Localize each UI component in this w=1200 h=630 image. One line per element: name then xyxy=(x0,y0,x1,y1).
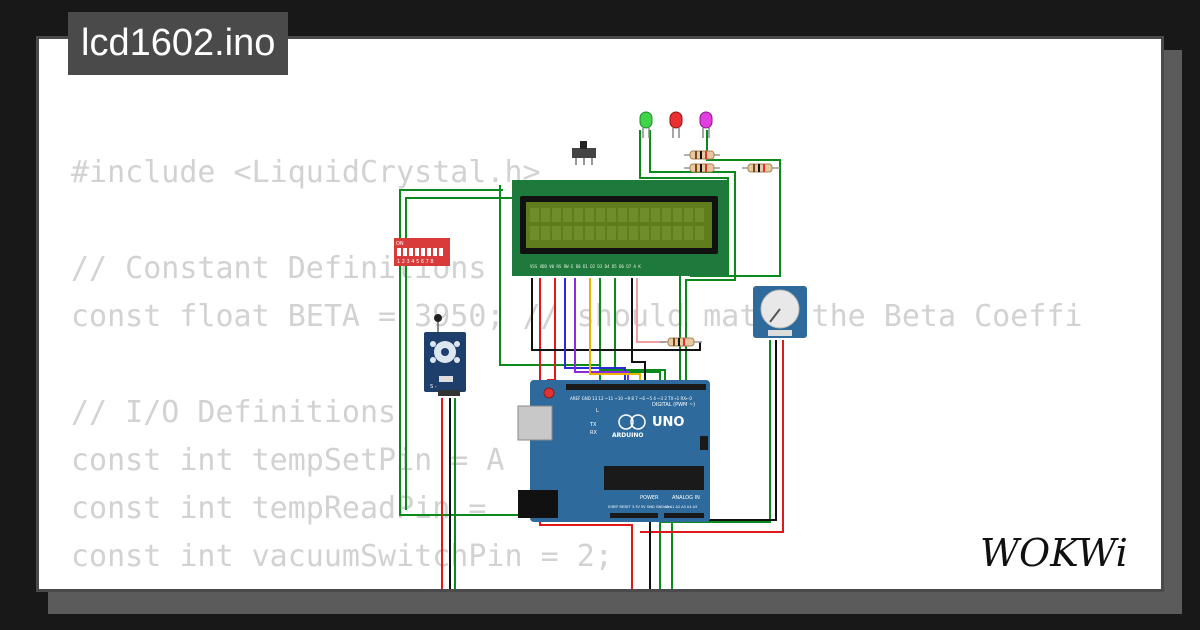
lcd-1602[interactable]: VSS VDD V0 RS RW E D0 D1 D2 D3 D4 D5 D6 … xyxy=(512,180,728,276)
potentiometer[interactable] xyxy=(753,286,807,338)
reset-button[interactable] xyxy=(543,387,555,399)
power-header xyxy=(610,513,658,518)
usb-port xyxy=(517,405,553,441)
code-line: const int vacuumSwitchPin = 2; xyxy=(71,539,613,574)
on-label: ON xyxy=(712,424,720,430)
code-line: // Constant Definitions xyxy=(71,251,487,286)
analog-label: ANALOG IN xyxy=(672,495,700,501)
code-line: const int tempReadPin = xyxy=(71,491,505,526)
project-title[interactable]: lcd1602.ino xyxy=(68,12,289,75)
digital-header xyxy=(566,384,706,390)
analog-pin-labels: A0 A1 A2 A3 A4 A5 xyxy=(664,505,697,509)
resistor-1[interactable] xyxy=(684,150,720,160)
ir-pin-labels: S - xyxy=(430,384,437,390)
wire-yellow xyxy=(589,278,641,382)
wokwi-logo: WOKWi xyxy=(980,531,1128,575)
svg-text:WOKWi: WOKWi xyxy=(980,531,1128,575)
ir-receiver-module[interactable]: S - xyxy=(424,314,466,396)
dip-on-label: ON xyxy=(396,241,404,247)
analog-header xyxy=(664,513,704,518)
wire-green-d4 xyxy=(599,278,666,382)
resistor-2[interactable] xyxy=(684,163,720,173)
code-line: const int pumpOffPin = 3 xyxy=(71,581,1082,589)
icsp-header xyxy=(700,436,708,450)
wire-purple xyxy=(574,278,629,382)
wire-green-pot xyxy=(659,340,771,589)
wire-green-led3 xyxy=(690,130,781,277)
wire-green-left xyxy=(399,189,545,516)
wire-red-lcd xyxy=(547,278,556,395)
resistor-4[interactable] xyxy=(660,337,702,347)
wire-pink xyxy=(636,278,665,343)
arduino-uno[interactable]: AREF GND 13 12 ~11 ~10 ~9 8 7 ~6 ~5 4 ~3… xyxy=(517,380,720,522)
slide-switch[interactable] xyxy=(572,141,596,165)
resistor-3[interactable] xyxy=(742,163,780,173)
code-preview: #include <LiquidCrystal.h> // Constant De… xyxy=(71,149,1083,589)
wire-green-left-2 xyxy=(405,197,513,510)
led-rx-label: RX xyxy=(590,430,597,436)
led-green[interactable] xyxy=(639,111,653,138)
led-tx-label: TX xyxy=(589,422,597,428)
code-line: const int tempSetPin = A xyxy=(71,443,505,478)
code-line: #include <LiquidCrystal.h> xyxy=(71,155,541,190)
power-pin-labels: IOREF RESET 3.3V 5V GND GND Vin xyxy=(608,505,670,509)
dip-numbers: 1 2 3 4 5 6 7 8 xyxy=(397,259,434,265)
arduino-logo-icon xyxy=(618,414,634,430)
wire-green-d5 xyxy=(614,278,661,382)
code-line: const float BETA = 3950; // should match… xyxy=(71,299,1083,334)
wire-green-led2 xyxy=(649,130,736,382)
board-name: UNO xyxy=(652,415,685,430)
digital-label: DIGITAL (PWM ~) xyxy=(652,402,695,408)
lcd-pin-labels: VSS VDD V0 RS RW E D0 D1 D2 D3 D4 D5 D6 … xyxy=(530,264,641,269)
led-l-label: L xyxy=(596,408,599,414)
power-label: POWER xyxy=(640,495,659,501)
wire-black-d xyxy=(631,278,646,382)
dip-switch[interactable]: ON 1 2 3 4 5 6 7 8 xyxy=(394,238,450,266)
microcontroller-chip xyxy=(604,466,704,490)
board-brand: ARDUINO xyxy=(612,432,643,439)
code-line: // I/O Definitions xyxy=(71,395,397,430)
digital-pin-labels: AREF GND 13 12 ~11 ~10 ~9 8 7 ~6 ~5 4 ~3… xyxy=(570,396,692,401)
wire-black-lcd xyxy=(531,278,701,351)
led-red[interactable] xyxy=(669,111,683,138)
wires xyxy=(399,130,784,589)
wire-red-pot xyxy=(640,340,784,533)
power-jack xyxy=(518,490,558,518)
led-purple[interactable] xyxy=(699,111,713,138)
